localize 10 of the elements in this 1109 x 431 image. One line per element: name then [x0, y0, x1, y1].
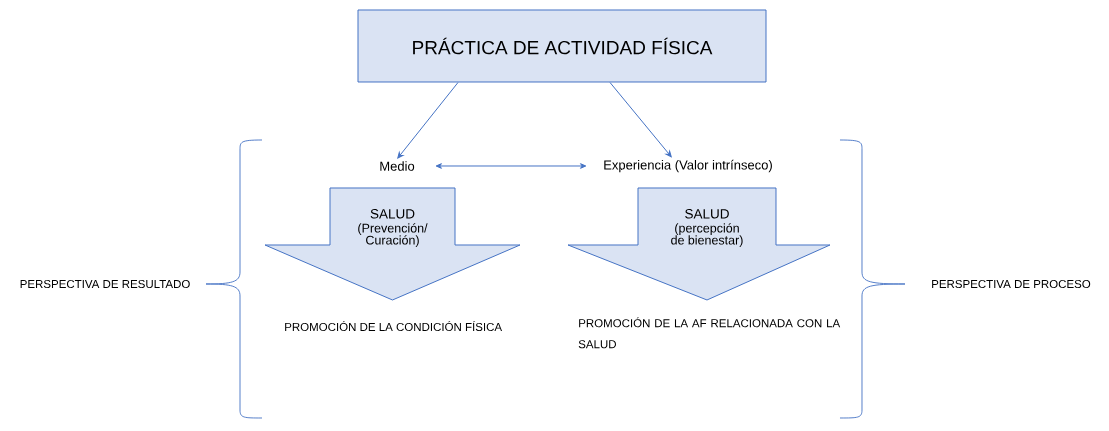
concept-label: Experiencia (Valor intrínseco) [604, 159, 772, 173]
text-label: PERSPECTIVA DE RESULTADO [20, 279, 190, 289]
arrow [435, 163, 587, 169]
text-label: PERSPECTIVA DE PROCESO [932, 279, 1091, 289]
concept-label: Medio [380, 161, 415, 171]
title-box: PRÁCTICA DE ACTIVIDAD FÍSICA [357, 9, 767, 83]
arrow [609, 82, 672, 158]
text-label: PROMOCIÓN DE LA CONDICIÓN FÍSICA [285, 320, 503, 332]
arrow [397, 82, 459, 159]
text-label: PROMOCIÓN DE LA AF RELACIONADA CON LA SALUD [578, 317, 841, 349]
